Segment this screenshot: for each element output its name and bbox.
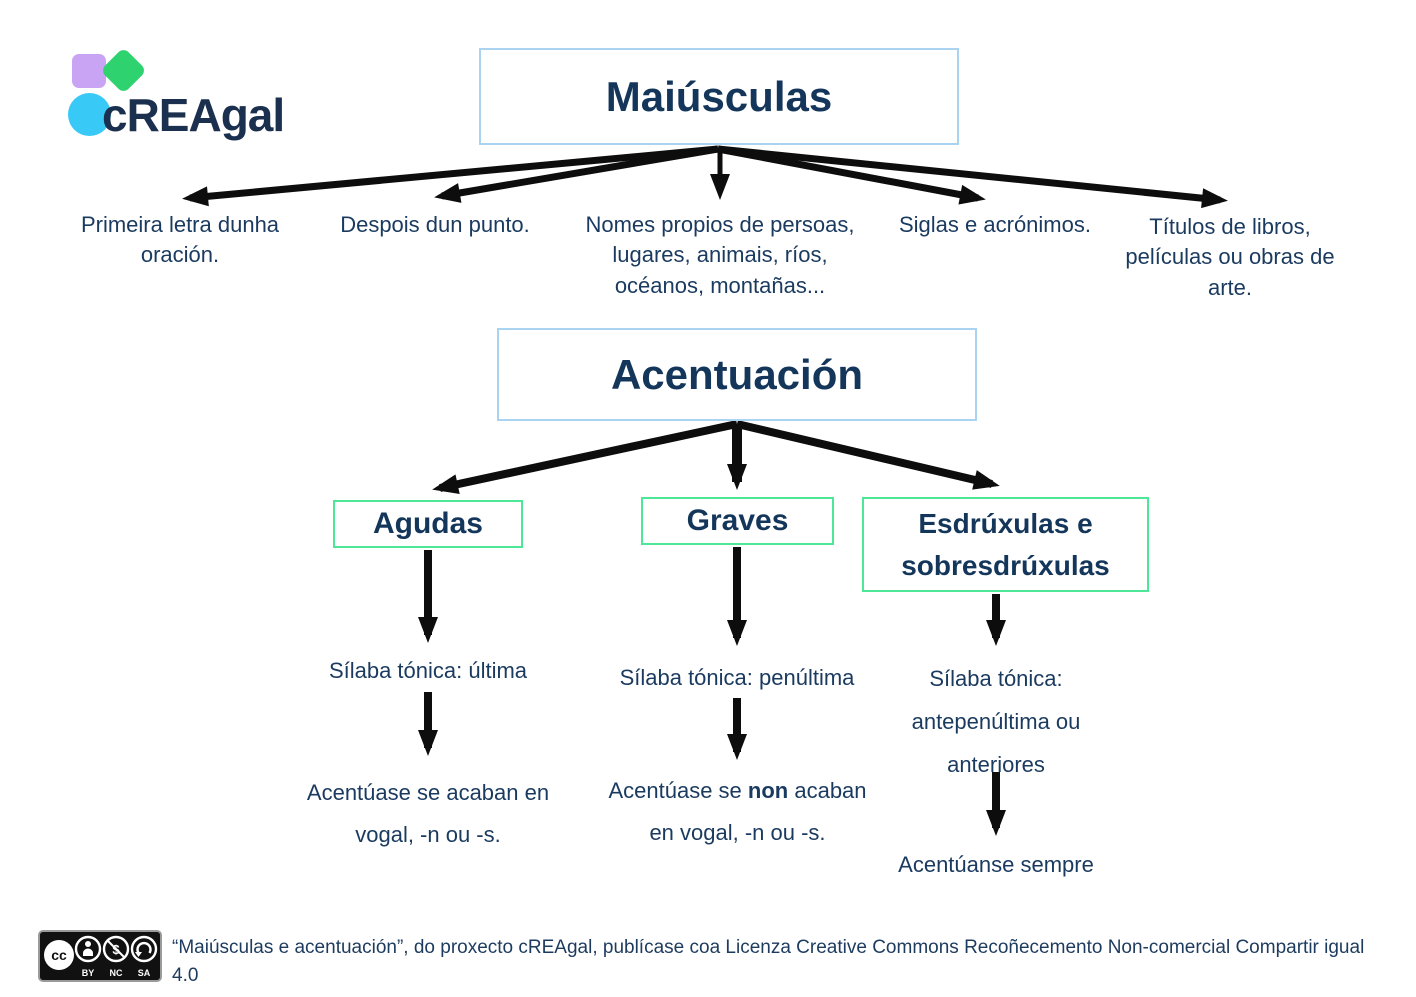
logo-wordmark: cREAgal — [102, 89, 285, 141]
category-box-graves: Graves — [641, 497, 834, 545]
license-text: “Maiúsculas e acentuación”, do proxecto … — [172, 937, 1365, 986]
category-box-esdruxulas: Esdrúxulas e sobresdrúxulas — [862, 497, 1149, 592]
acentuacion-title-box: Acentuación — [497, 328, 977, 421]
agudas-tonic-note: Sílaba tónica: última — [328, 658, 528, 683]
branch-label-siglas: Siglas e acrónimos. — [899, 212, 1091, 237]
cc-by-label: BY — [82, 968, 95, 978]
branch-label-despois-punto: Despois dun punto. — [340, 212, 530, 237]
graves-rule-bold-non: non — [747, 778, 789, 803]
esdruxulas-label: Esdrúxulas e sobresdrúxulas — [901, 507, 1110, 581]
branch-label-primeira-letra: Primeira letra dunha oración. — [80, 212, 280, 268]
cc-icon: cc — [44, 940, 74, 970]
creagal-logo: cREAgal — [68, 47, 368, 142]
logo-diamond-shape — [100, 47, 147, 94]
graves-rule-suffix: acaban en vogal, -n ou -s. — [649, 778, 867, 845]
maiusculas-title-box: Maiúsculas — [479, 48, 959, 145]
agudas-label: Agudas — [372, 507, 483, 540]
esdruxulas-tonic-note: Sílaba tónica: antepenúltima ou anterior… — [911, 666, 1081, 777]
agudas-rule-note: Acentúase se acaban en vogal, -n ou -s. — [306, 780, 550, 847]
branch-label-nomes-propios: Nomes propios de persoas, lugares, anima… — [585, 212, 855, 298]
logo-square-shape — [72, 54, 106, 88]
esdruxulas-rule-note: Acentúanse sempre — [898, 852, 1094, 877]
acentuacion-title: Acentuación — [610, 350, 864, 398]
cc-by-icon — [74, 935, 102, 963]
maiusculas-fan-arrows — [182, 145, 1228, 209]
cc-sa-label: SA — [138, 968, 151, 978]
category-box-agudas: Agudas — [333, 500, 523, 548]
svg-text:cc: cc — [51, 947, 67, 963]
cc-nc-icon: $ — [102, 935, 130, 963]
graves-rule-note: Acentúase se non acaban en vogal, -n ou … — [605, 770, 870, 854]
acentuacion-fan-arrows — [432, 420, 1000, 494]
graves-label: Graves — [686, 504, 789, 537]
cc-nc-label: NC — [110, 968, 123, 978]
cc-license-badge: cc $ BY NC SA — [38, 930, 162, 982]
cc-badge-background — [38, 930, 162, 982]
maiusculas-title: Maiúsculas — [605, 72, 833, 120]
branch-label-titulos: Títulos de libros, películas ou obras de… — [1125, 214, 1335, 300]
cc-sa-icon — [130, 935, 158, 963]
logo-circle-shape — [68, 93, 111, 136]
graves-rule-prefix: Acentúase se — [608, 778, 748, 803]
graves-tonic-note: Sílaba tónica: penúltima — [619, 665, 855, 690]
